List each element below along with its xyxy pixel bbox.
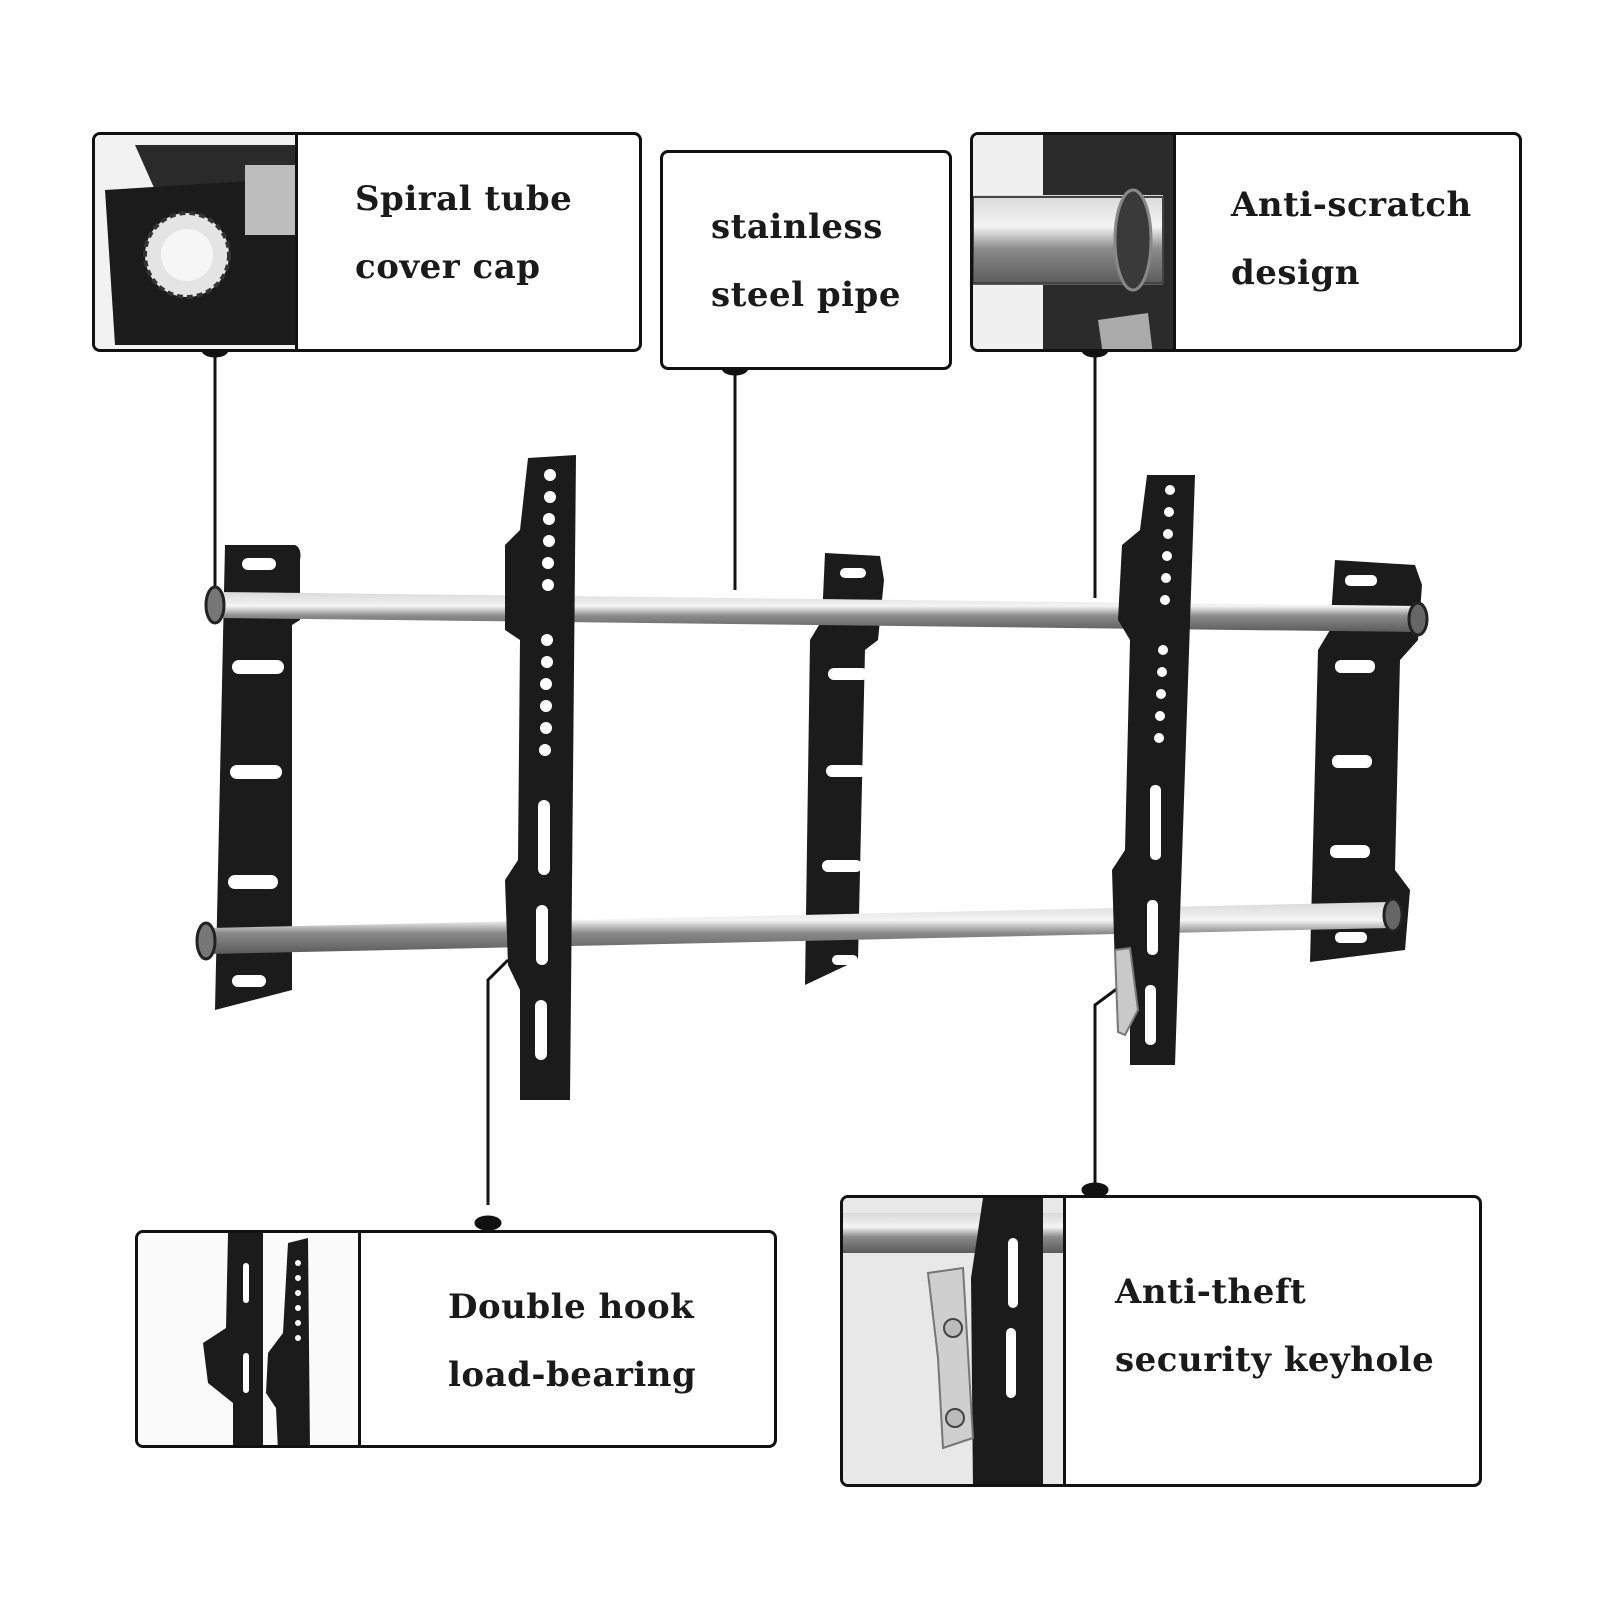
wall-plate-slots (228, 558, 1377, 987)
callout-steel-pipe: stainless steel pipe (660, 150, 952, 370)
anti-scratch-line2: design (1231, 253, 1360, 293)
hanging-arm-left (505, 455, 576, 1100)
pipe-cap-top-right (1407, 601, 1429, 637)
callout-spiral-cap: Spiral tube cover cap (92, 132, 642, 352)
leader-lines (201, 342, 1123, 1231)
double-hook-label: Double hook load-bearing (448, 1273, 696, 1409)
spiral-cap-thumbnail (95, 135, 298, 349)
callout-anti-theft: Anti-theft security keyhole (840, 1195, 1482, 1487)
double-hook-line1: Double hook (448, 1287, 695, 1327)
spiral-cap-label: Spiral tube cover cap (355, 165, 572, 301)
spiral-cap-line1: Spiral tube (355, 179, 573, 219)
steel-pipe-line1: stainless (711, 207, 883, 247)
pipe-cap-bottom-left (195, 921, 217, 961)
anti-theft-line1: Anti-theft (1115, 1272, 1307, 1312)
pipe-cap-bottom-right (1382, 897, 1404, 933)
anti-scratch-thumbnail (973, 135, 1176, 349)
anti-theft-label: Anti-theft security keyhole (1115, 1258, 1434, 1394)
hanging-arm-holes (535, 469, 1175, 1060)
steel-pipe-label: stainless steel pipe (711, 193, 901, 329)
anti-scratch-line1: Anti-scratch (1231, 185, 1472, 225)
hanging-arms (505, 455, 1195, 1100)
hanging-arm-right (1112, 475, 1195, 1065)
pipe-bottom (210, 902, 1390, 954)
double-hook-thumbnail (138, 1233, 361, 1445)
anti-theft-line2: security keyhole (1115, 1340, 1435, 1380)
double-hook-line2: load-bearing (448, 1355, 697, 1395)
callout-double-hook: Double hook load-bearing (135, 1230, 777, 1448)
anti-theft-thumbnail (843, 1198, 1066, 1484)
leader-dot-double-hook (474, 1215, 502, 1231)
spiral-cap-line2: cover cap (355, 247, 541, 287)
leader-line-double-hook (486, 958, 510, 1205)
steel-pipe-line2: steel pipe (711, 275, 901, 315)
security-latch (1113, 946, 1140, 1037)
anti-scratch-label: Anti-scratch design (1231, 171, 1472, 307)
pipe-top (220, 592, 1415, 632)
leader-line-anti-theft (1093, 983, 1123, 1188)
callout-anti-scratch: Anti-scratch design (970, 132, 1522, 352)
pipe-cap-top-left (204, 585, 226, 625)
